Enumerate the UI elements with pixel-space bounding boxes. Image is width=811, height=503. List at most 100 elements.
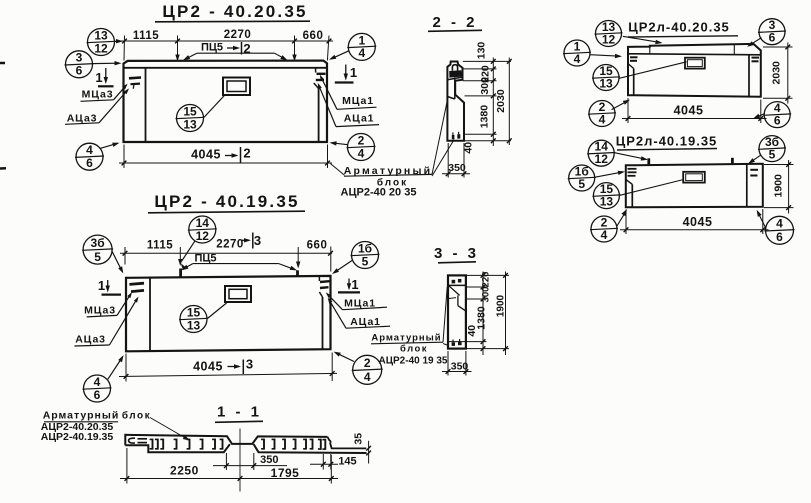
svg-text:6: 6 [86, 156, 93, 170]
svg-text:13: 13 [183, 117, 197, 131]
svg-text:220: 220 [479, 65, 491, 83]
svg-text:130: 130 [476, 42, 488, 60]
svg-text:АЦР2-40.20.35: АЦР2-40.20.35 [41, 421, 114, 433]
svg-text:АЦР2-40.19.35: АЦР2-40.19.35 [41, 431, 114, 443]
svg-text:ПЦ5: ПЦ5 [194, 252, 216, 264]
svg-text:4045: 4045 [683, 215, 713, 229]
svg-text:2: 2 [601, 215, 608, 229]
svg-text:35: 35 [353, 433, 365, 445]
svg-text:1: 1 [574, 39, 581, 53]
svg-text:15: 15 [187, 305, 201, 319]
svg-text:15: 15 [183, 104, 197, 118]
svg-text:4045: 4045 [191, 148, 221, 162]
svg-text:АЦа1: АЦа1 [344, 113, 375, 125]
svg-text:5: 5 [362, 254, 369, 268]
svg-text:ПЦ5: ПЦ5 [201, 42, 223, 54]
svg-text:1380: 1380 [475, 306, 487, 330]
svg-text:АЦа3: АЦа3 [67, 113, 98, 125]
svg-text:2: 2 [364, 356, 371, 370]
svg-text:2: 2 [243, 146, 250, 161]
svg-text:12: 12 [94, 41, 108, 55]
svg-text:1380: 1380 [478, 105, 490, 129]
svg-text:13: 13 [599, 76, 613, 90]
svg-text:660: 660 [303, 30, 324, 42]
svg-text:ЦР2л-40.19.35: ЦР2л-40.19.35 [616, 134, 718, 149]
svg-text:2: 2 [243, 41, 250, 56]
svg-text:5: 5 [94, 250, 101, 264]
svg-text:3 - 3: 3 - 3 [434, 245, 479, 262]
svg-text:4: 4 [599, 112, 606, 126]
svg-text:6: 6 [776, 230, 783, 244]
svg-text:МЦа1: МЦа1 [344, 298, 376, 310]
svg-text:Арматурный: Арматурный [344, 165, 433, 177]
svg-text:2030: 2030 [771, 61, 783, 85]
svg-text:15: 15 [599, 64, 613, 78]
svg-text:1: 1 [95, 70, 102, 85]
svg-text:2250: 2250 [170, 464, 199, 478]
svg-text:15: 15 [600, 182, 614, 196]
svg-text:350: 350 [260, 454, 278, 466]
svg-text:ЦР2л-40.20.35: ЦР2л-40.20.35 [628, 20, 730, 35]
svg-text:3: 3 [254, 233, 261, 248]
svg-text:4: 4 [86, 143, 93, 157]
svg-text:6: 6 [774, 113, 781, 127]
svg-text:14: 14 [196, 216, 210, 230]
svg-text:4: 4 [601, 228, 608, 242]
svg-text:4045: 4045 [193, 360, 223, 374]
svg-text:блок: блок [122, 410, 151, 422]
svg-text:4: 4 [358, 46, 365, 60]
svg-text:12: 12 [196, 229, 210, 243]
svg-text:3б: 3б [91, 236, 105, 250]
svg-text:5: 5 [578, 177, 585, 191]
svg-text:12: 12 [602, 32, 616, 46]
svg-text:Арматурный: Арматурный [371, 333, 441, 344]
svg-text:40: 40 [466, 325, 478, 337]
svg-text:МЦа3: МЦа3 [82, 89, 114, 101]
svg-text:2: 2 [358, 133, 365, 147]
svg-text:АЦа1: АЦа1 [350, 316, 381, 328]
svg-text:1: 1 [351, 277, 358, 292]
svg-text:660: 660 [307, 240, 328, 252]
svg-text:1: 1 [350, 65, 357, 80]
svg-text:2030: 2030 [495, 89, 507, 113]
svg-text:ЦР2 - 40.20.35: ЦР2 - 40.20.35 [162, 2, 307, 21]
svg-text:4: 4 [358, 146, 365, 160]
svg-text:3: 3 [769, 18, 776, 32]
svg-text:2270: 2270 [224, 29, 252, 41]
svg-text:1900: 1900 [772, 174, 784, 198]
svg-text:1115: 1115 [133, 30, 159, 42]
svg-text:4: 4 [364, 370, 371, 384]
svg-text:АЦР2-40 19 35: АЦР2-40 19 35 [378, 356, 447, 367]
svg-text:АЦа3: АЦа3 [75, 334, 106, 346]
svg-text:3б: 3б [765, 135, 779, 149]
svg-text:блок: блок [400, 344, 428, 355]
svg-text:5: 5 [769, 147, 776, 161]
svg-text:1115: 1115 [147, 240, 173, 252]
svg-text:1: 1 [358, 33, 365, 47]
svg-text:13: 13 [600, 194, 614, 208]
svg-text:Арматурный: Арматурный [43, 410, 120, 422]
svg-text:блок: блок [377, 177, 408, 189]
svg-text:350: 350 [451, 361, 469, 373]
svg-text:1: 1 [98, 278, 105, 293]
svg-text:МЦа3: МЦа3 [84, 305, 116, 317]
svg-text:4: 4 [776, 217, 783, 231]
svg-text:40: 40 [462, 142, 474, 154]
svg-text:4: 4 [94, 375, 101, 389]
svg-text:13: 13 [94, 28, 108, 42]
svg-text:300: 300 [481, 287, 492, 303]
svg-text:1795: 1795 [271, 466, 300, 480]
svg-text:6: 6 [94, 388, 101, 402]
svg-text:13: 13 [602, 20, 616, 34]
svg-text:13: 13 [187, 318, 201, 332]
svg-text:2270: 2270 [216, 239, 244, 251]
svg-text:12: 12 [595, 152, 609, 166]
svg-text:2: 2 [599, 100, 606, 114]
svg-text:АЦР2-40 20 35: АЦР2-40 20 35 [341, 187, 417, 199]
svg-text:2 - 2: 2 - 2 [432, 14, 477, 31]
svg-text:350: 350 [448, 162, 466, 174]
svg-text:300: 300 [479, 77, 491, 95]
svg-text:1900: 1900 [496, 294, 507, 317]
svg-text:3: 3 [246, 357, 253, 372]
svg-text:4045: 4045 [674, 104, 704, 118]
